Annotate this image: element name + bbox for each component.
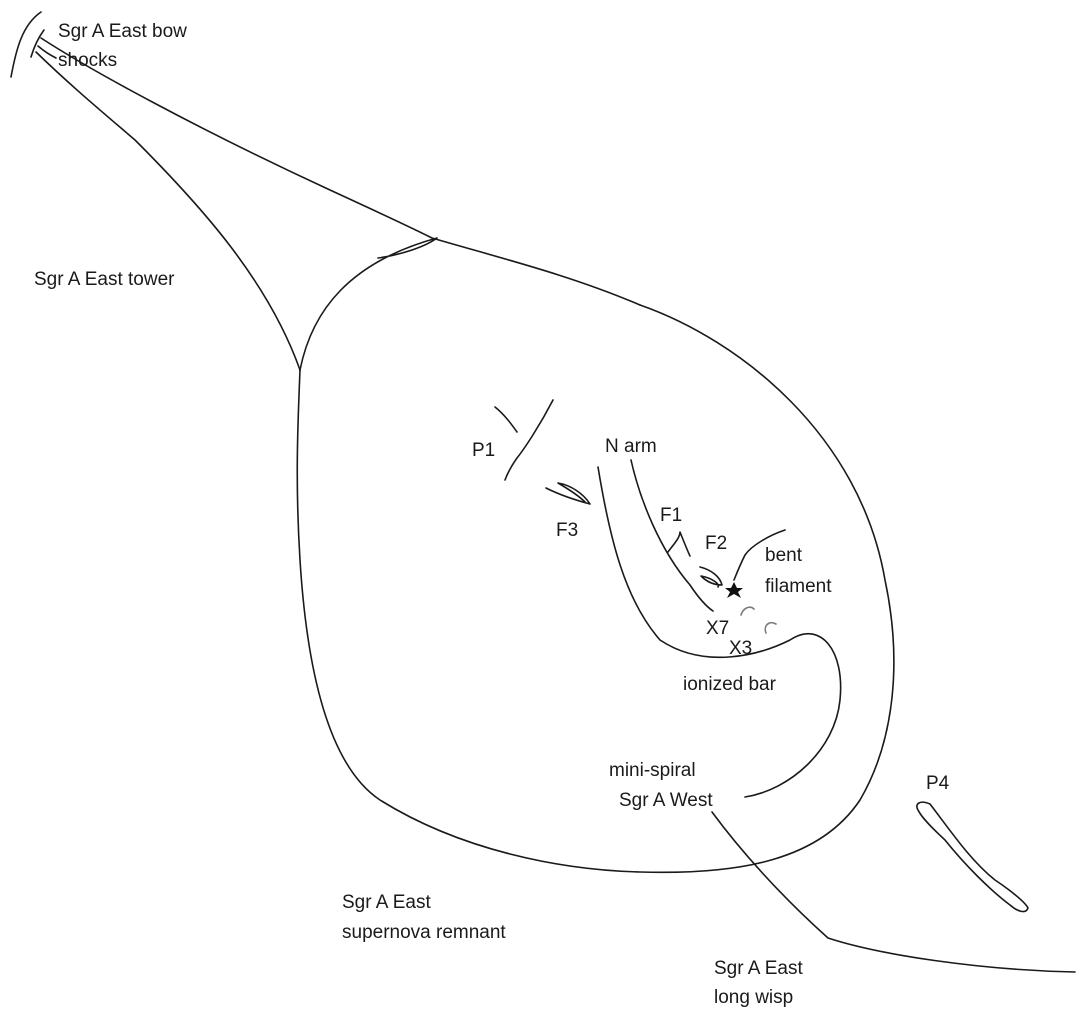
label-supernova-remnant: Sgr A East supernova remnant [342, 892, 506, 943]
label-bow-shocks-line1: Sgr A East bow [58, 21, 187, 42]
label-supernova-remnant-line1: Sgr A East [342, 892, 431, 913]
label-long-wisp-line2: long wisp [714, 987, 793, 1008]
label-x3: X3 [729, 638, 752, 659]
label-ionized-bar-line1: ionized bar [683, 674, 777, 695]
label-bow-shocks: Sgr A East bow shocks [58, 21, 192, 71]
label-tower: Sgr A East tower [34, 269, 175, 290]
f3-feature [546, 483, 590, 504]
label-f1: F1 [660, 505, 682, 526]
p1-feature [495, 400, 553, 480]
label-n-arm-line1: N arm [605, 436, 657, 457]
n-arm-line [631, 460, 713, 611]
f2-feature [700, 567, 722, 587]
label-bent-filament: bent filament [765, 545, 832, 597]
label-n-arm: N arm [605, 436, 657, 457]
label-mini-spiral-line1: mini-spiral [609, 760, 696, 781]
label-p4-line1: P4 [926, 773, 950, 794]
label-x7-line1: X7 [706, 618, 729, 639]
label-x3-line1: X3 [729, 638, 752, 659]
label-mini-spiral-line2: Sgr A West [619, 790, 713, 811]
long-wisp [712, 812, 1075, 972]
label-f3-line1: F3 [556, 520, 578, 541]
label-tower-line1: Sgr A East tower [34, 269, 175, 290]
label-bow-shocks-line2: shocks [58, 50, 117, 71]
tower-outline [36, 38, 640, 370]
star-icon [725, 582, 743, 598]
label-x7: X7 [706, 618, 729, 639]
label-long-wisp-line1: Sgr A East [714, 958, 803, 979]
label-p4: P4 [926, 773, 950, 794]
mini-spiral-arm [598, 467, 841, 797]
label-f3: F3 [556, 520, 578, 541]
p4-feature [917, 802, 1028, 911]
label-p1: P1 [472, 440, 495, 461]
label-f1-line1: F1 [660, 505, 682, 526]
label-long-wisp: Sgr A East long wisp [714, 958, 808, 1008]
x7-arc [741, 607, 754, 615]
label-ionized-bar: ionized bar [683, 674, 777, 695]
label-bent-filament-line2: filament [765, 576, 832, 597]
f1-feature [668, 532, 690, 556]
x3-arc [765, 623, 776, 633]
supernova-remnant-shell [297, 305, 894, 872]
label-f2: F2 [705, 533, 727, 554]
label-supernova-remnant-line2: supernova remnant [342, 922, 506, 943]
label-mini-spiral: mini-spiral Sgr A West [609, 760, 713, 811]
label-f2-line1: F2 [705, 533, 727, 554]
bent-filament [734, 530, 785, 580]
label-bent-filament-line1: bent [765, 545, 803, 566]
label-p1-line1: P1 [472, 440, 495, 461]
bow-shocks [11, 12, 56, 77]
